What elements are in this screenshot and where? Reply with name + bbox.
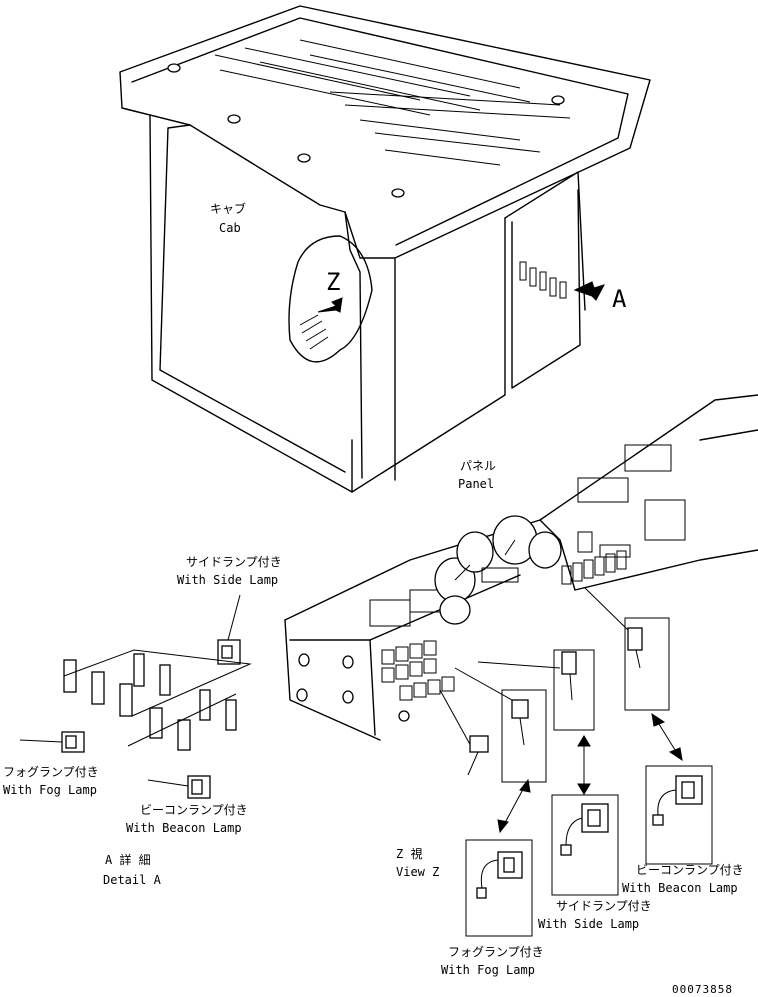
panel-side-lamp-label-en: With Side Lamp <box>538 917 639 931</box>
panel-side-lamp-label-jp: サイドランプ付き <box>556 899 652 913</box>
view-z-marker: Z <box>326 268 340 296</box>
beacon-lamp-label-en: With Beacon Lamp <box>126 821 242 835</box>
side-lamp-label-en: With Side Lamp <box>177 573 278 587</box>
fog-lamp-label-en: With Fog Lamp <box>3 783 97 797</box>
panel-beacon-lamp-label-en: With Beacon Lamp <box>622 881 738 895</box>
panel-label-jp: パネル <box>460 459 496 473</box>
beacon-lamp-label-jp: ビーコンランプ付き <box>140 803 248 817</box>
fog-lamp-label-jp: フォグランプ付き <box>3 765 99 779</box>
cab-drawing <box>119 5 651 493</box>
panel-drawing <box>284 394 758 741</box>
panel-beacon-lamp-label-jp: ビーコンランプ付き <box>636 863 744 877</box>
view-z-label-jp: Z 視 <box>396 846 422 861</box>
panel-fog-lamp-label-jp: フォグランプ付き <box>448 945 544 959</box>
detail-a-label-jp: A 詳 細 <box>105 852 151 867</box>
view-z-label-en: View Z <box>396 865 439 879</box>
drawing-number: 00073858 <box>672 983 733 996</box>
side-lamp-label-jp: サイドランプ付き <box>186 555 282 569</box>
view-a-marker: A <box>612 285 627 313</box>
panel-fog-lamp-label-en: With Fog Lamp <box>441 963 535 977</box>
detail-a-label-en: Detail A <box>103 873 162 887</box>
view-z-callouts <box>439 587 713 937</box>
cab-label-en: Cab <box>219 221 241 235</box>
cab-label-jp: キャブ <box>210 201 246 216</box>
detail-a-drawing <box>19 594 252 799</box>
panel-label-en: Panel <box>458 477 494 491</box>
